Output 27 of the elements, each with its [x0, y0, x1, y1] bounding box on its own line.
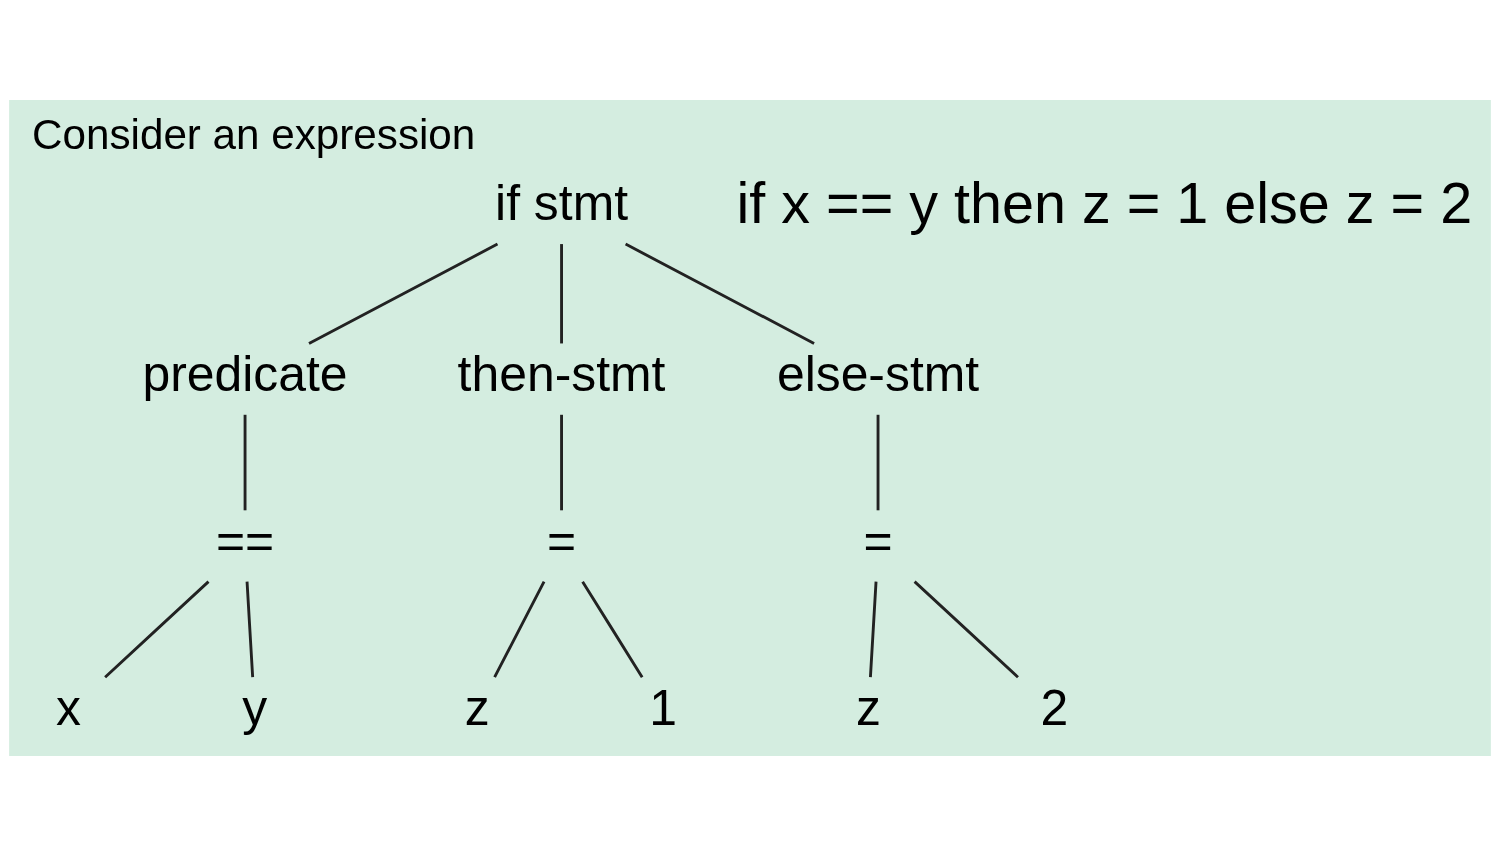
node-text: 1 [649, 679, 678, 736]
node-text: if stmt [495, 175, 629, 232]
node-text: z [855, 679, 881, 736]
node-text: else-stmt [776, 346, 980, 403]
connector [243, 414, 247, 511]
node-text: predicate [142, 346, 348, 403]
connector [581, 580, 644, 678]
node-text: = [863, 513, 893, 570]
connector [624, 242, 815, 345]
node-text: y [242, 679, 268, 736]
connector [104, 580, 210, 679]
node-text: 2 [1040, 679, 1069, 736]
connector [245, 581, 255, 678]
connector [493, 581, 546, 678]
label: if x == y then z = 1 else z = 2 [736, 170, 1473, 235]
connector [876, 414, 880, 511]
connector [913, 580, 1019, 679]
connector [869, 581, 878, 678]
connector [560, 244, 563, 344]
connector [308, 242, 499, 345]
node-text: x [56, 679, 82, 736]
node-text: z [464, 679, 490, 736]
node-text: = [546, 513, 577, 570]
diagram-title: Consider an expression [32, 111, 476, 159]
node-text: then-stmt [457, 346, 666, 403]
node-text: == [215, 513, 275, 570]
connector [560, 414, 563, 511]
